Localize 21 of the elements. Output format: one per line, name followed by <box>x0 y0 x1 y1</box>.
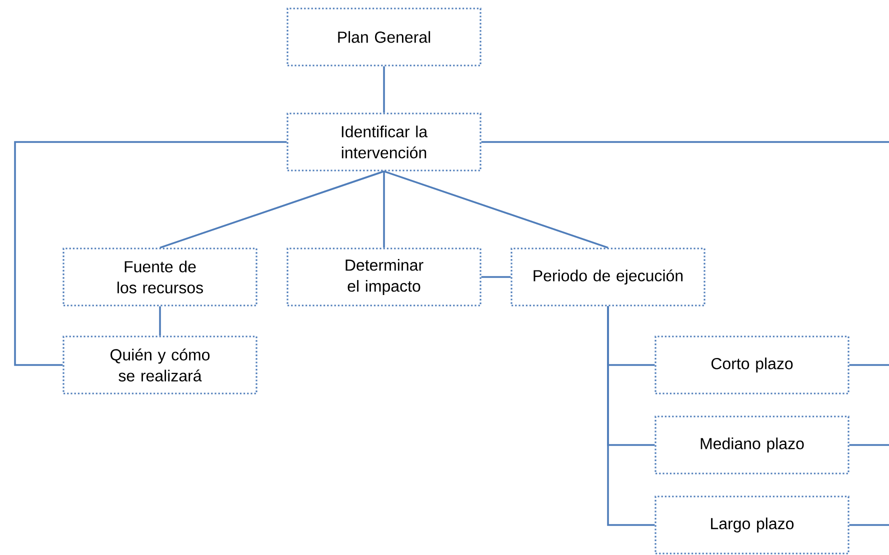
connector-line <box>383 66 385 113</box>
process-box: Determinar el impacto <box>286 248 482 306</box>
connector-line <box>159 306 161 336</box>
connector-line <box>160 170 384 249</box>
connector-line <box>384 170 608 249</box>
connector-line <box>14 141 287 366</box>
process-box: Plan General <box>286 8 482 66</box>
connector-line <box>849 444 889 446</box>
connector-line <box>849 524 889 526</box>
connector-line <box>481 276 511 278</box>
connector-line <box>481 141 889 143</box>
process-box: Identificar la intervención <box>286 112 482 172</box>
process-box: Periodo de ejecución <box>510 248 706 306</box>
process-box: Corto plazo <box>654 336 850 394</box>
process-box: Fuente de los recursos <box>62 248 258 306</box>
connector-line <box>849 364 889 366</box>
process-box: Mediano plazo <box>654 416 850 474</box>
connector-line <box>607 306 655 526</box>
process-box: Quién y cómo se realizará <box>62 336 258 394</box>
process-box: Largo plazo <box>654 496 850 554</box>
connector-line <box>383 171 385 248</box>
